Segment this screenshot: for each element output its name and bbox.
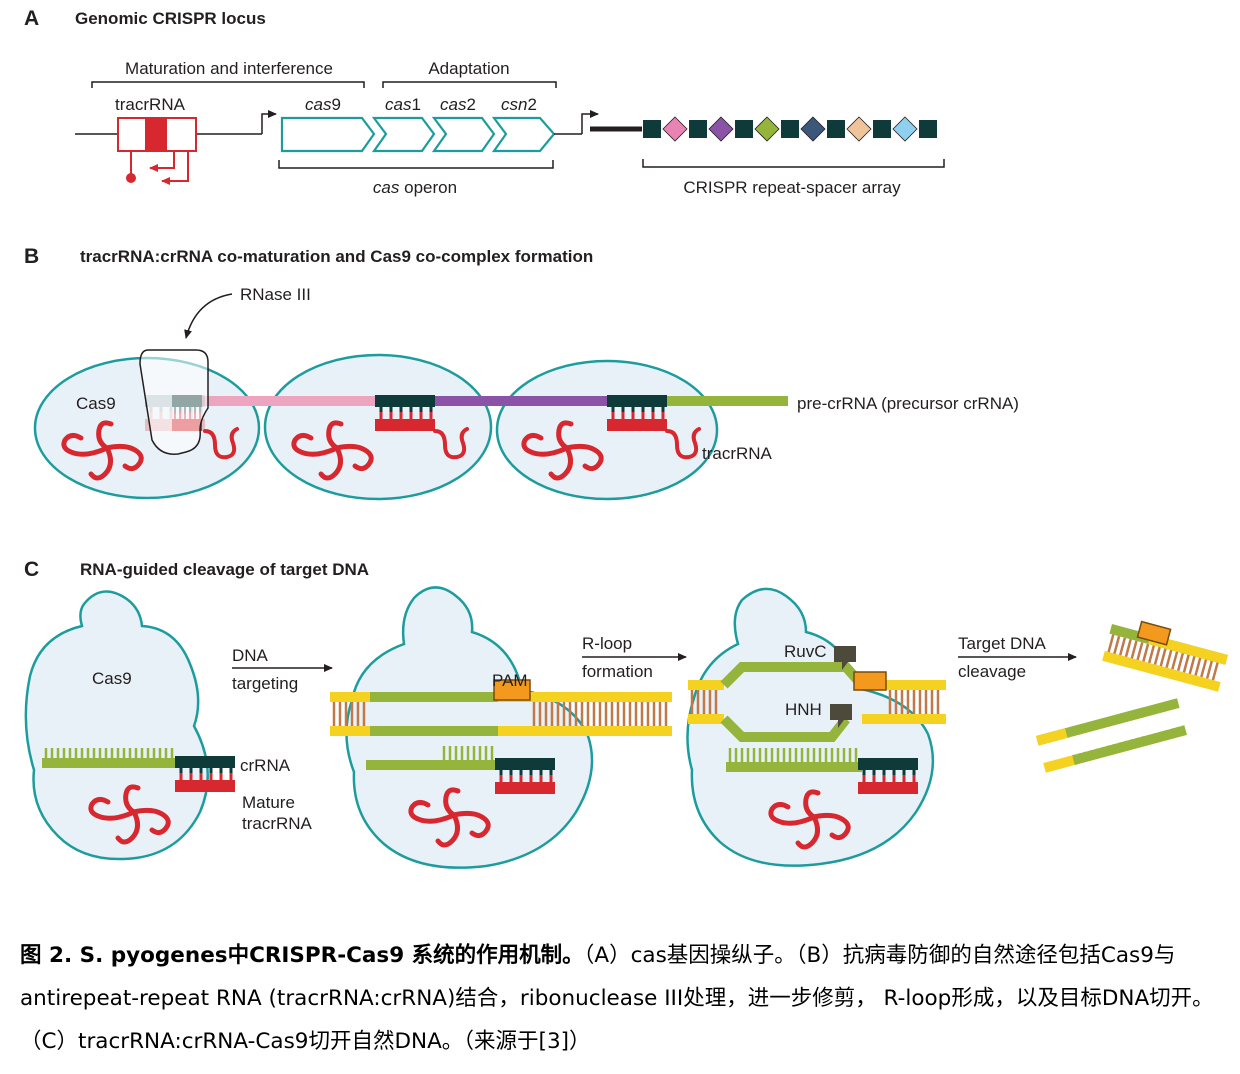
gene-label-cas1: cas1: [385, 95, 421, 114]
panel-a-letter: A: [24, 7, 39, 30]
tracrrna-gene: [117, 117, 197, 185]
cas9-protein-c3: [686, 587, 935, 867]
pre-crrna-spacer-pink: [200, 396, 376, 406]
operon-label: cas operon: [373, 178, 457, 197]
panel-c-title: RNA-guided cleavage of target DNA: [80, 560, 369, 579]
pre-crrna-label: pre-crRNA (precursor crRNA): [797, 394, 1019, 413]
operon-bracket: [278, 160, 554, 169]
maturation-label: Maturation and interference: [125, 59, 333, 78]
step1-label-2: targeting: [232, 674, 298, 693]
pre-crrna-spacer-green: [664, 396, 788, 406]
maturation-bracket: [91, 81, 365, 88]
pre-crrna-spacer-purple: [432, 396, 608, 406]
panel-c: C RNA-guided cleavage of target DNA Cas9…: [24, 558, 1228, 869]
hnh-domain: [830, 704, 852, 728]
repeat-unit: [873, 120, 891, 138]
mature-tracrrna-label-2: tracrRNA: [242, 814, 313, 833]
spacer-unit: [800, 116, 826, 142]
spacer-unit: [754, 116, 780, 142]
crrna-label: crRNA: [240, 756, 291, 775]
repeat-unit: [919, 120, 937, 138]
cas-genes: [280, 116, 556, 153]
adaptation-bracket: [382, 81, 557, 88]
cas9-label-c: Cas9: [92, 669, 132, 688]
gene-label-cas9: cas9: [305, 95, 341, 114]
panel-a: A Genomic CRISPR locus Maturation and in…: [24, 7, 945, 197]
cas9-label-b: Cas9: [76, 394, 116, 413]
rnase-iii-label: RNase III: [240, 285, 311, 304]
panel-b-title: tracrRNA:crRNA co-maturation and Cas9 co…: [80, 247, 593, 266]
spacer-unit: [892, 116, 918, 142]
cleaved-fragment-2: [1036, 698, 1187, 773]
array-label: CRISPR repeat-spacer array: [683, 178, 901, 197]
repeat-unit: [735, 120, 753, 138]
caption-bold: 图 2. S. pyogenes中CRISPR-Cas9 系统的作用机制。: [20, 943, 584, 968]
step1-label-1: DNA: [232, 646, 269, 665]
tracrrna-label-a: tracrRNA: [115, 95, 186, 114]
caption-text: （A）cas基因操纵子。（B）抗病毒防御的自然途径包括Cas9与antirepe…: [20, 943, 1214, 1054]
crrna-guide-1: [42, 758, 176, 768]
panel-b: B tracrRNA:crRNA co-maturation and Cas9 …: [24, 245, 1019, 501]
step2-label-1: R-loop: [582, 634, 632, 653]
spacer-unit: [708, 116, 734, 142]
repeat-spacer-array: [643, 116, 937, 142]
figure-caption: 图 2. S. pyogenes中CRISPR-Cas9 系统的作用机制。（A）…: [20, 934, 1230, 1063]
spacer-unit: [846, 116, 872, 142]
tracrrna-label-b: tracrRNA: [702, 444, 773, 463]
gene-label-csn2: csn2: [501, 95, 537, 114]
gene-label-cas2: cas2: [440, 95, 476, 114]
mature-tracrrna-label-1: Mature: [242, 793, 295, 812]
cas9-protein-c1: [24, 590, 209, 861]
repeat-unit: [689, 120, 707, 138]
pam-site: [493, 679, 531, 701]
repeat-unit: [643, 120, 661, 138]
rnase-iii: [139, 349, 209, 455]
cleaved-fragment-1: [1102, 620, 1228, 692]
panel-c-letter: C: [24, 558, 39, 581]
ruvc-domain: [834, 646, 856, 670]
pam-label: PAM: [492, 671, 528, 690]
adaptation-label: Adaptation: [428, 59, 509, 78]
step3-label-1: Target DNA: [958, 634, 1047, 653]
array-bracket: [642, 159, 945, 168]
spacer-unit: [662, 116, 688, 142]
cas2-gene: [431, 116, 496, 153]
step3-label-2: cleavage: [958, 662, 1026, 681]
crispr-figure: A Genomic CRISPR locus Maturation and in…: [24, 7, 1228, 869]
hnh-label: HNH: [785, 700, 822, 719]
ruvc-label: RuvC: [784, 642, 827, 661]
panel-b-letter: B: [24, 245, 39, 268]
cas1-gene: [371, 116, 436, 153]
repeat-unit: [827, 120, 845, 138]
step2-label-2: formation: [582, 662, 653, 681]
csn2-gene: [491, 116, 556, 153]
repeat-unit: [781, 120, 799, 138]
panel-a-title: Genomic CRISPR locus: [75, 9, 266, 28]
cas9-gene: [280, 116, 376, 153]
